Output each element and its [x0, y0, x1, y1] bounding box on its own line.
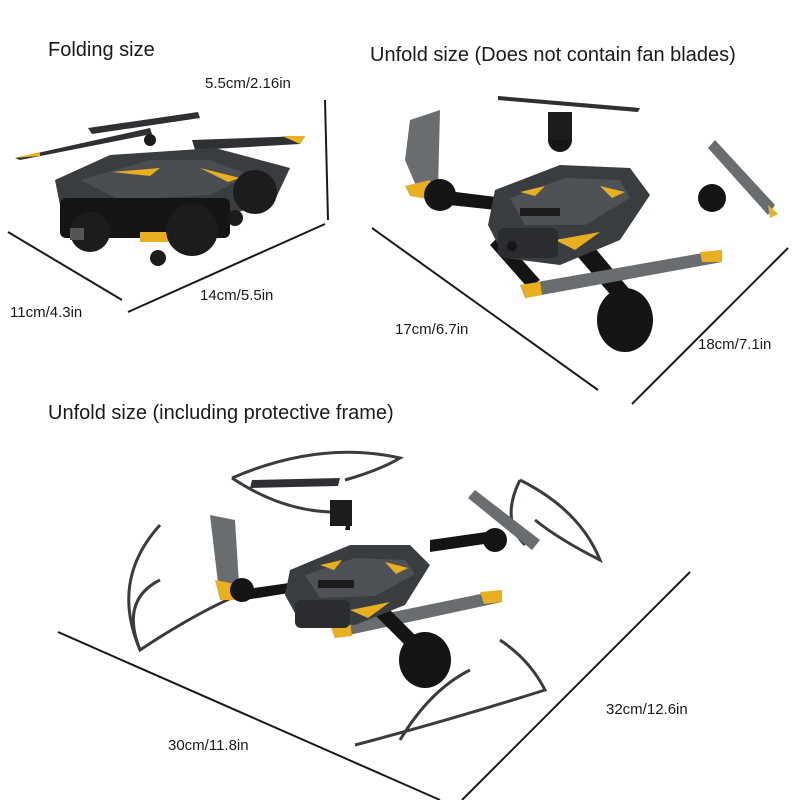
protective-frames	[127, 450, 603, 747]
frame-body	[285, 545, 430, 628]
unfold-body	[488, 165, 650, 265]
frame-length-line	[57, 631, 441, 800]
frame-width-label: 32cm/12.6in	[606, 701, 688, 718]
unfold-length-label: 17cm/6.7in	[395, 321, 469, 338]
folding-width-label: 11cm/4.3in	[10, 304, 83, 321]
frame-motors	[230, 500, 507, 688]
folded-body	[55, 148, 290, 266]
folding-size-heading: Folding size	[48, 39, 155, 61]
folding-height-line	[324, 99, 329, 221]
folding-width-line	[7, 231, 123, 301]
frame-width-line	[461, 571, 691, 800]
folding-length-line	[127, 223, 326, 313]
frame-size-heading: Unfold size (including protective frame)	[48, 402, 394, 424]
unfold-width-line	[631, 247, 789, 405]
unfold-motors	[424, 112, 726, 352]
folding-length-label: 14cm/5.5in	[200, 287, 274, 304]
folded-propellers	[15, 112, 305, 160]
frame-propellers	[210, 478, 540, 638]
frame-length-label: 30cm/11.8in	[168, 737, 249, 754]
unfold-width-label: 18cm/7.1in	[698, 336, 772, 353]
unfold-propellers	[405, 96, 778, 298]
unfold-length-line	[371, 227, 599, 391]
folding-height-label: 5.5cm/2.16in	[205, 75, 291, 92]
unfold-size-heading: Unfold size (Does not contain fan blades…	[370, 44, 736, 66]
